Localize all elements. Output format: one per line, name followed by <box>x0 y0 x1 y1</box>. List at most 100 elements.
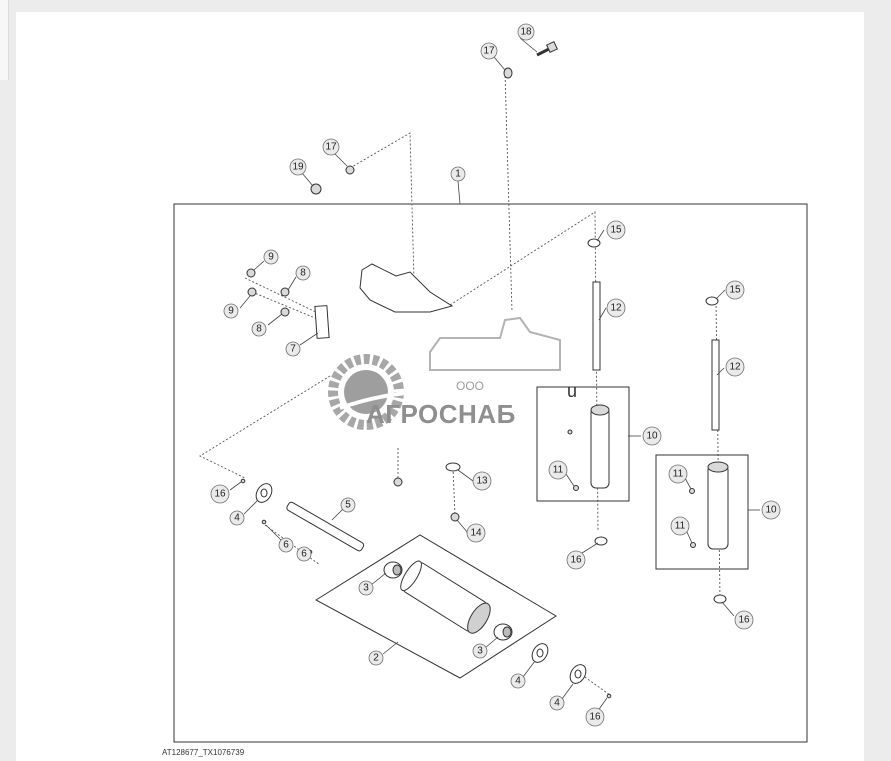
svg-text:4: 4 <box>554 698 560 709</box>
callout-19: 19 <box>289 158 307 176</box>
svg-text:1: 1 <box>455 169 461 180</box>
svg-text:16: 16 <box>589 712 601 723</box>
bushing-part-3-right <box>493 623 513 641</box>
svg-text:11: 11 <box>553 465 564 476</box>
stray-mark: u <box>567 381 577 401</box>
svg-text:3: 3 <box>477 646 483 657</box>
callout-17: 17 <box>480 42 498 60</box>
svg-text:10: 10 <box>765 505 777 516</box>
nut-part-17-left <box>345 165 355 175</box>
svg-text:16: 16 <box>214 489 226 500</box>
callout-18: 18 <box>517 23 535 41</box>
svg-text:16: 16 <box>570 555 582 566</box>
group-box-10-left <box>536 386 630 502</box>
pin-part-6 <box>261 519 267 525</box>
pin-part-12-right <box>711 339 720 431</box>
svg-text:7: 7 <box>290 344 296 355</box>
callout-9: 9 <box>223 303 239 319</box>
nut-part-8a <box>280 287 290 297</box>
callout-13: 13 <box>472 471 492 491</box>
diagram-sheet <box>16 12 864 761</box>
callout-11: 11 <box>548 460 568 480</box>
mount-bracket <box>359 263 454 313</box>
leader-lines <box>229 37 760 713</box>
callout-2: 2 <box>368 650 384 666</box>
sleeve-part-10-right <box>707 464 729 550</box>
svg-text:13: 13 <box>476 476 488 487</box>
callout-11: 11 <box>670 516 690 536</box>
callout-17: 17 <box>322 138 340 156</box>
callout-11: 11 <box>668 464 688 484</box>
svg-text:17: 17 <box>483 46 495 57</box>
svg-text:15: 15 <box>729 285 741 296</box>
sleeve-part-10-left <box>590 407 610 489</box>
dash-line <box>244 277 321 315</box>
dash-line <box>504 71 513 313</box>
plate-part-7 <box>314 305 330 339</box>
callout-16: 16 <box>210 484 230 504</box>
pin-part-16 <box>606 693 612 699</box>
callout-8: 8 <box>295 265 311 281</box>
washer-part-13 <box>445 462 461 472</box>
svg-text:3: 3 <box>363 583 369 594</box>
figure-caption: AT128677_TX1076739 <box>162 748 245 757</box>
svg-text:15: 15 <box>610 225 622 236</box>
washer-part-15 <box>713 594 727 604</box>
svg-text:4: 4 <box>234 513 240 524</box>
callout-3: 3 <box>472 643 488 659</box>
pin-part-12-left <box>592 281 601 371</box>
callout-5: 5 <box>340 497 356 513</box>
dash-line <box>199 375 331 479</box>
svg-text:14: 14 <box>470 528 482 539</box>
callout-10: 10 <box>642 426 662 446</box>
callout-7: 7 <box>285 341 301 357</box>
nut-part-19 <box>310 183 322 195</box>
dash-line <box>452 467 456 516</box>
fitting-part-11 <box>567 429 573 435</box>
nut-part-17-top <box>503 67 513 79</box>
svg-text:12: 12 <box>729 362 741 373</box>
callout-1: 1 <box>450 166 466 182</box>
group-box-10-right <box>655 454 749 570</box>
svg-text:12: 12 <box>610 303 622 314</box>
callout-15: 16 <box>734 610 754 630</box>
fitting-part-11 <box>573 485 579 491</box>
watermark-prefix: ООО <box>456 379 484 393</box>
svg-text:6: 6 <box>301 549 307 560</box>
callout-6: 6 <box>296 546 312 562</box>
callout-12: 12 <box>725 357 745 377</box>
nut-part-14 <box>450 512 460 522</box>
svg-text:11: 11 <box>675 521 686 532</box>
bolt-middle <box>393 477 403 487</box>
svg-text:11: 11 <box>673 469 684 480</box>
svg-text:9: 9 <box>228 306 234 317</box>
svg-text:16: 16 <box>738 615 750 626</box>
callout-15: 15 <box>606 220 626 240</box>
watermark-logo: ООО АГРОСНАБ <box>328 316 561 430</box>
nut-part-8b <box>280 307 290 317</box>
left-panel-strip <box>0 0 9 80</box>
callout-4: 4 <box>229 510 245 526</box>
dash-line <box>349 132 415 281</box>
bolt-part-18 <box>536 41 558 57</box>
roller-group-plane-2 <box>315 534 557 679</box>
svg-text:9: 9 <box>268 252 274 263</box>
callout-4: 4 <box>510 673 526 689</box>
washer-part-15 <box>705 296 719 306</box>
callout-12: 12 <box>606 298 626 318</box>
callout-4: 4 <box>549 695 565 711</box>
screw-part-9b <box>247 287 257 297</box>
callout-9: 9 <box>263 249 279 265</box>
svg-text:4: 4 <box>515 676 521 687</box>
sleeve-top-right <box>707 461 729 473</box>
callout-15: 16 <box>566 550 586 570</box>
dash-line <box>264 524 321 566</box>
dash-line <box>251 291 321 321</box>
washer-part-15 <box>587 238 601 248</box>
washer-part-4 <box>255 483 273 503</box>
bushing-part-3-left <box>383 561 403 579</box>
fitting-part-11 <box>689 488 695 494</box>
callout-8: 8 <box>251 321 267 337</box>
assembly-frame <box>173 203 808 743</box>
